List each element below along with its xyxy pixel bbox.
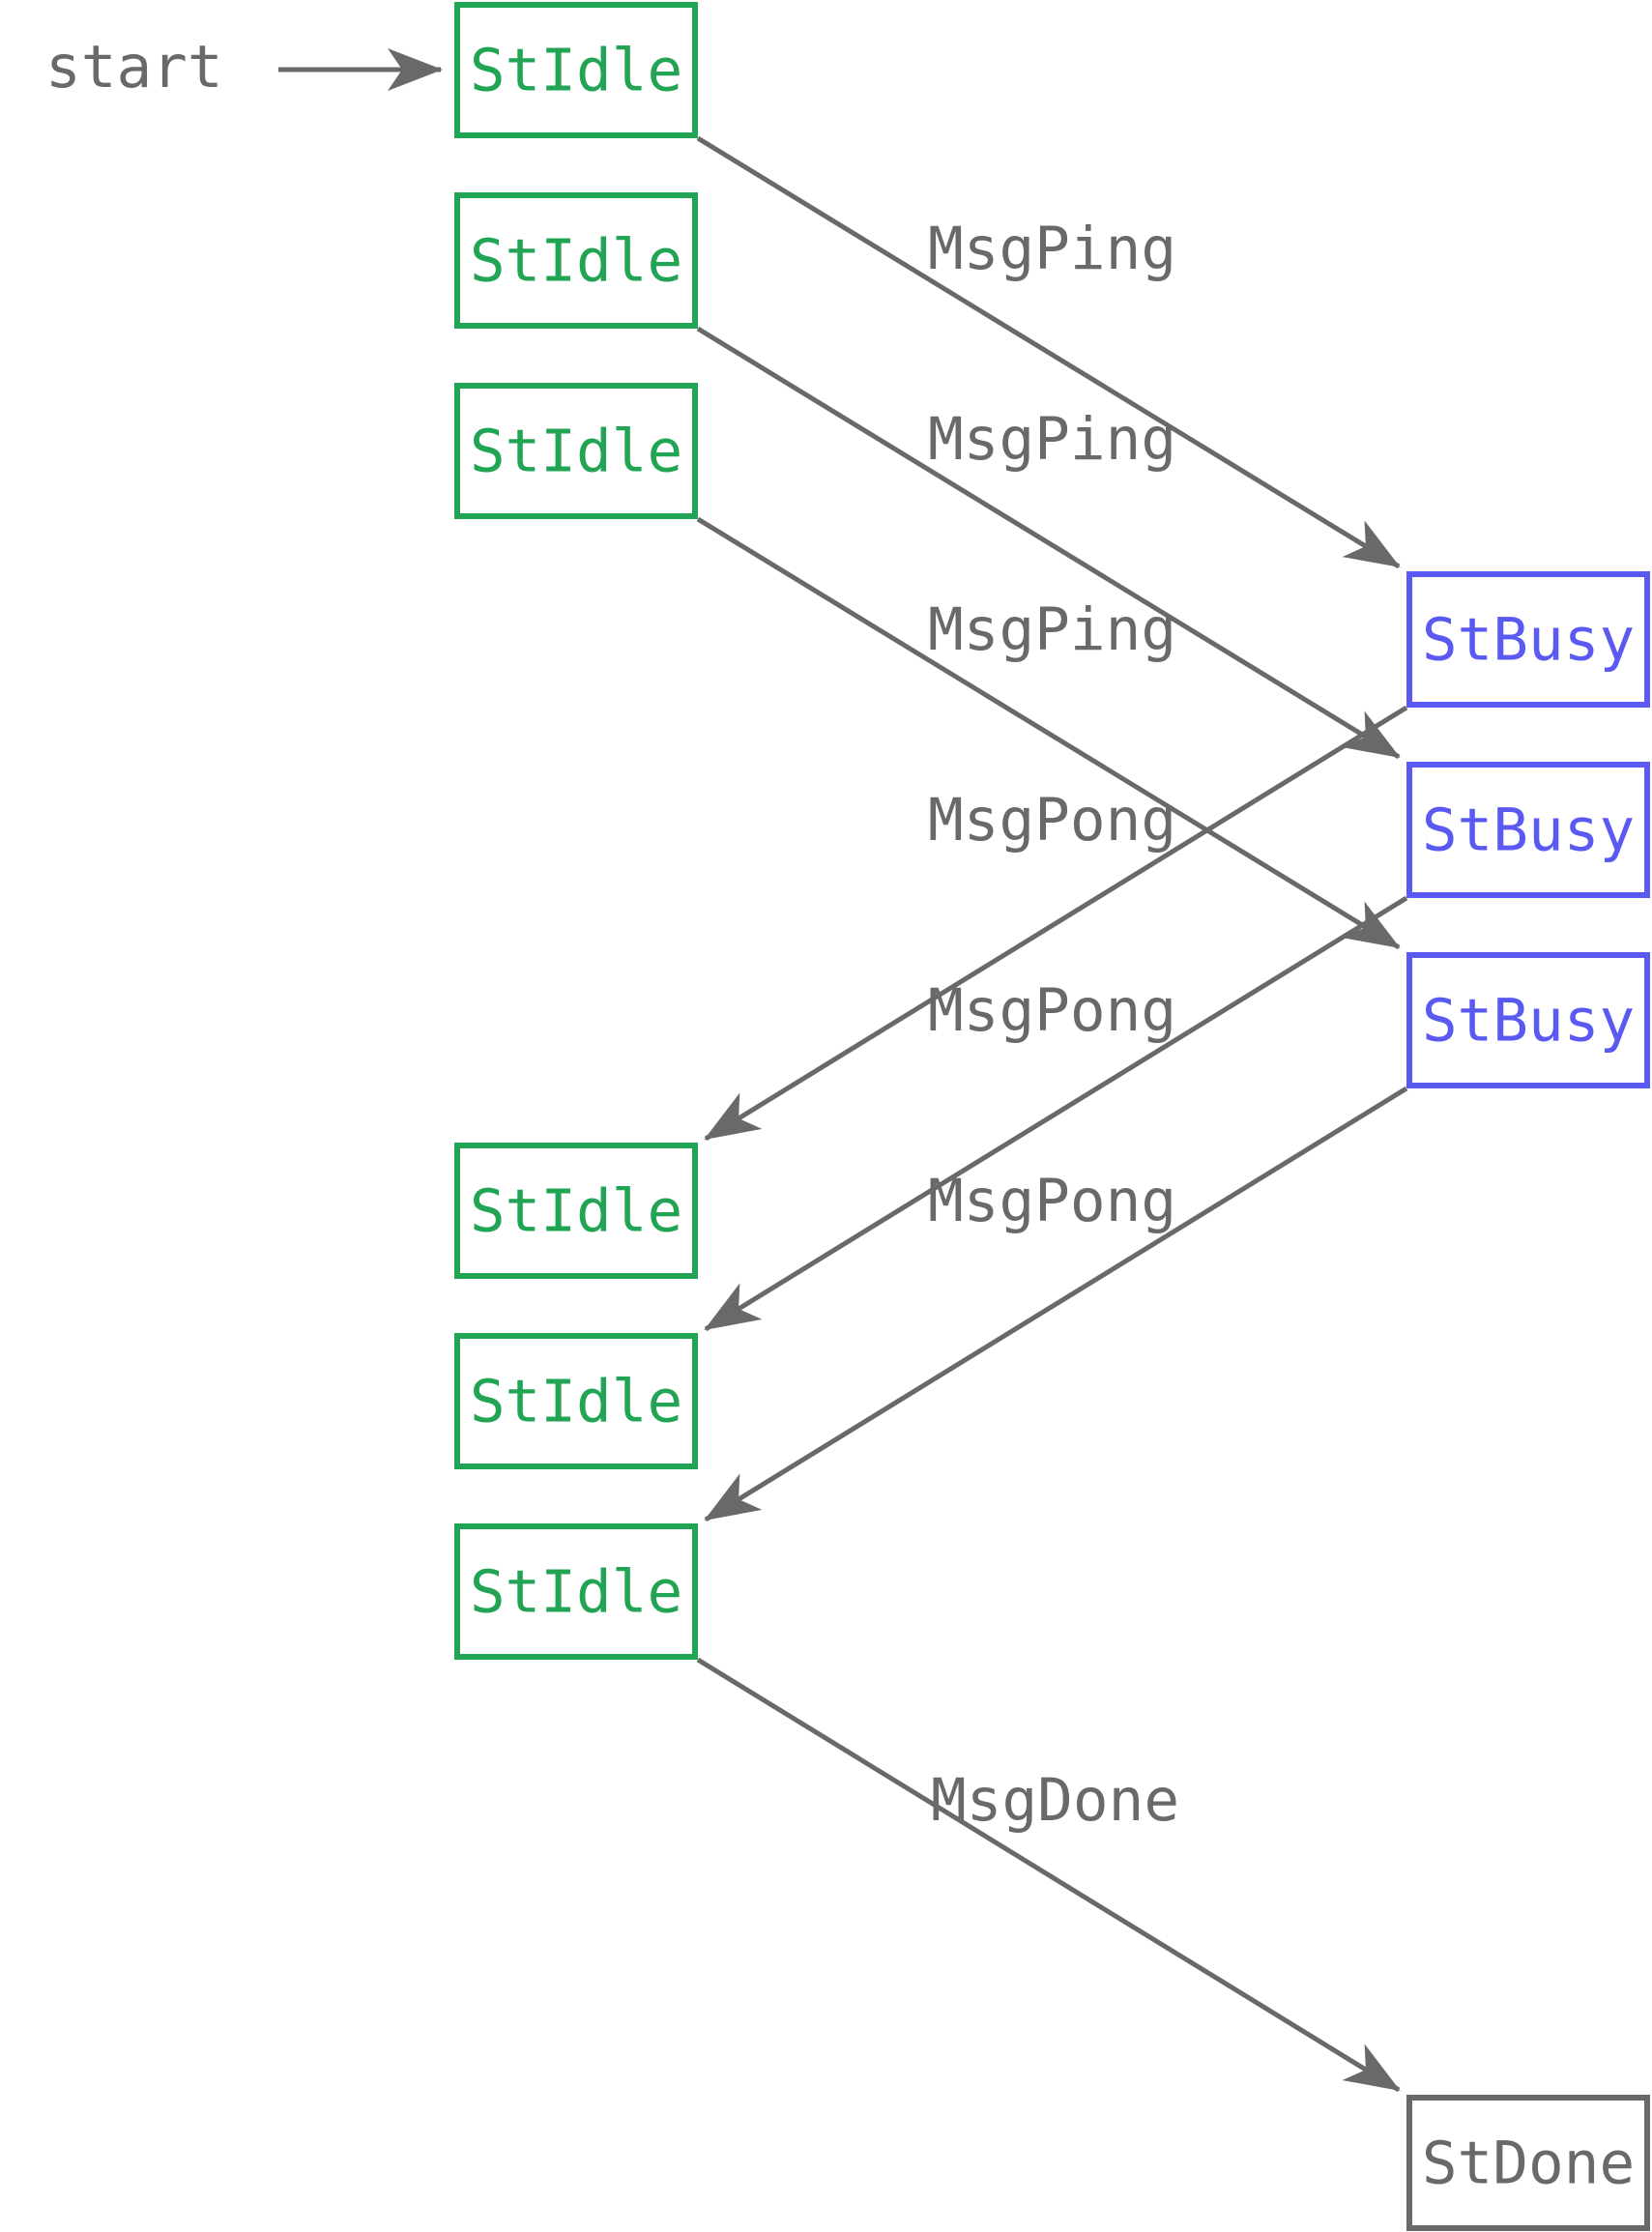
state-stdone: StDone — [1406, 2095, 1650, 2231]
edge-msgping-3 — [696, 516, 1401, 950]
edge-msgpong-1 — [704, 705, 1408, 1142]
state-stbusy-1-label: StBusy — [1422, 606, 1635, 675]
label-msgpong-2: MsgPong — [928, 976, 1176, 1045]
state-stidle-1: StIdle — [454, 2, 698, 138]
state-stbusy-1: StBusy — [1406, 571, 1650, 708]
edge-msgping-2 — [696, 326, 1401, 760]
state-stidle-6-box — [454, 1523, 698, 1660]
state-stidle-3: StIdle — [454, 383, 698, 519]
edge-msgdone — [696, 1657, 1401, 2093]
state-stidle-6-label: StIdle — [470, 1558, 682, 1627]
edge-msgpong-3 — [704, 1086, 1408, 1522]
state-stidle-5: StIdle — [454, 1333, 698, 1469]
edge-msgping-1 — [696, 135, 1401, 569]
start-label: start — [45, 33, 223, 101]
label-msgdone: MsgDone — [931, 1766, 1179, 1835]
state-stdone-box — [1406, 2095, 1650, 2231]
state-stidle-3-box — [454, 383, 698, 519]
state-stidle-2-box — [454, 192, 698, 329]
state-stidle-6: StIdle — [454, 1523, 698, 1660]
state-stidle-1-label: StIdle — [470, 37, 682, 105]
state-stidle-5-box — [454, 1333, 698, 1469]
state-stidle-4-label: StIdle — [470, 1177, 682, 1246]
state-stidle-2-label: StIdle — [470, 227, 682, 296]
state-stdone-label: StDone — [1422, 2130, 1635, 2198]
state-stidle-3-label: StIdle — [470, 418, 682, 486]
state-stbusy-2-box — [1406, 762, 1650, 898]
state-stbusy-2: StBusy — [1406, 762, 1650, 898]
state-stidle-1-box — [454, 2, 698, 138]
state-stbusy-3: StBusy — [1406, 952, 1650, 1088]
state-stidle-2: StIdle — [454, 192, 698, 329]
state-stidle-5-label: StIdle — [470, 1368, 682, 1436]
state-stbusy-3-label: StBusy — [1422, 987, 1635, 1056]
state-stbusy-3-box — [1406, 952, 1650, 1088]
edge-msgpong-2 — [704, 895, 1408, 1332]
label-msgpong-3: MsgPong — [928, 1167, 1176, 1235]
state-stidle-4: StIdle — [454, 1143, 698, 1279]
state-stbusy-1-box — [1406, 571, 1650, 708]
label-msgping-2: MsgPing — [928, 405, 1176, 474]
label-msgping-3: MsgPing — [928, 595, 1176, 664]
label-msgping-1: MsgPing — [928, 215, 1176, 283]
label-msgpong-1: MsgPong — [928, 786, 1176, 855]
state-stidle-4-box — [454, 1143, 698, 1279]
state-stbusy-2-label: StBusy — [1422, 797, 1635, 865]
